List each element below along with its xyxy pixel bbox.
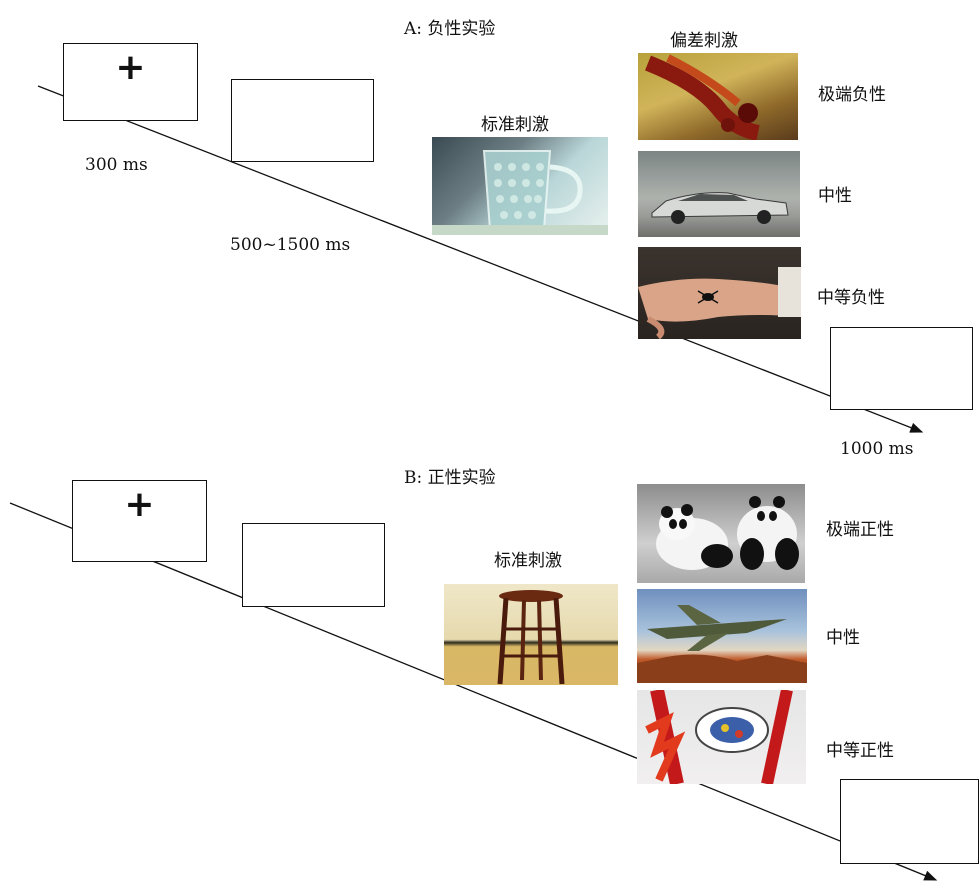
panel-a-fixation-screen: +: [63, 43, 198, 121]
panel-a-end-time: 1000 ms: [840, 439, 914, 459]
panel-b-deviant-item-3: 中等正性: [826, 741, 894, 761]
panel-a-deviant-item-3: 中等负性: [817, 288, 885, 308]
panel-a-isi-time: 500~1500 ms: [230, 235, 351, 255]
neutral-car-image: [638, 151, 800, 237]
panel-a-standard-label: 标准刺激: [481, 115, 549, 135]
extreme-positive-panda-image: [637, 484, 805, 583]
panel-a-deviant-item-2: 中性: [818, 186, 852, 206]
panel-b-standard-label: 标准刺激: [494, 551, 562, 571]
panel-b-blank-screen: [242, 523, 385, 607]
panel-b-title: B: 正性实验: [404, 468, 496, 488]
panel-b-deviant-item-2: 中性: [826, 628, 860, 648]
fixation-cross: +: [124, 484, 155, 525]
neutral-jet-image: [637, 589, 807, 683]
panel-a-fixation-time: 300 ms: [85, 155, 148, 175]
fixation-cross: +: [115, 47, 146, 88]
timeline-b-arrow: [9, 502, 938, 881]
panel-a-blank-screen: [231, 79, 374, 162]
panel-a-end-screen: [830, 327, 973, 410]
extreme-negative-image: [638, 53, 798, 140]
timeline-a-arrow: [37, 85, 924, 433]
panel-b-end-screen: [840, 779, 979, 864]
panel-b-deviant-item-1: 极端正性: [826, 520, 894, 540]
standard-stimulus-stool-image: [444, 584, 618, 685]
panel-a-deviant-label: 偏差刺激: [670, 31, 738, 51]
moderate-positive-image: [637, 690, 806, 784]
panel-a-deviant-item-1: 极端负性: [818, 85, 886, 105]
panel-b-fixation-screen: +: [72, 480, 207, 562]
standard-stimulus-mug-image: [432, 137, 608, 235]
moderate-negative-hand-image: [638, 247, 801, 339]
panel-a-title: A: 负性实验: [404, 19, 496, 39]
